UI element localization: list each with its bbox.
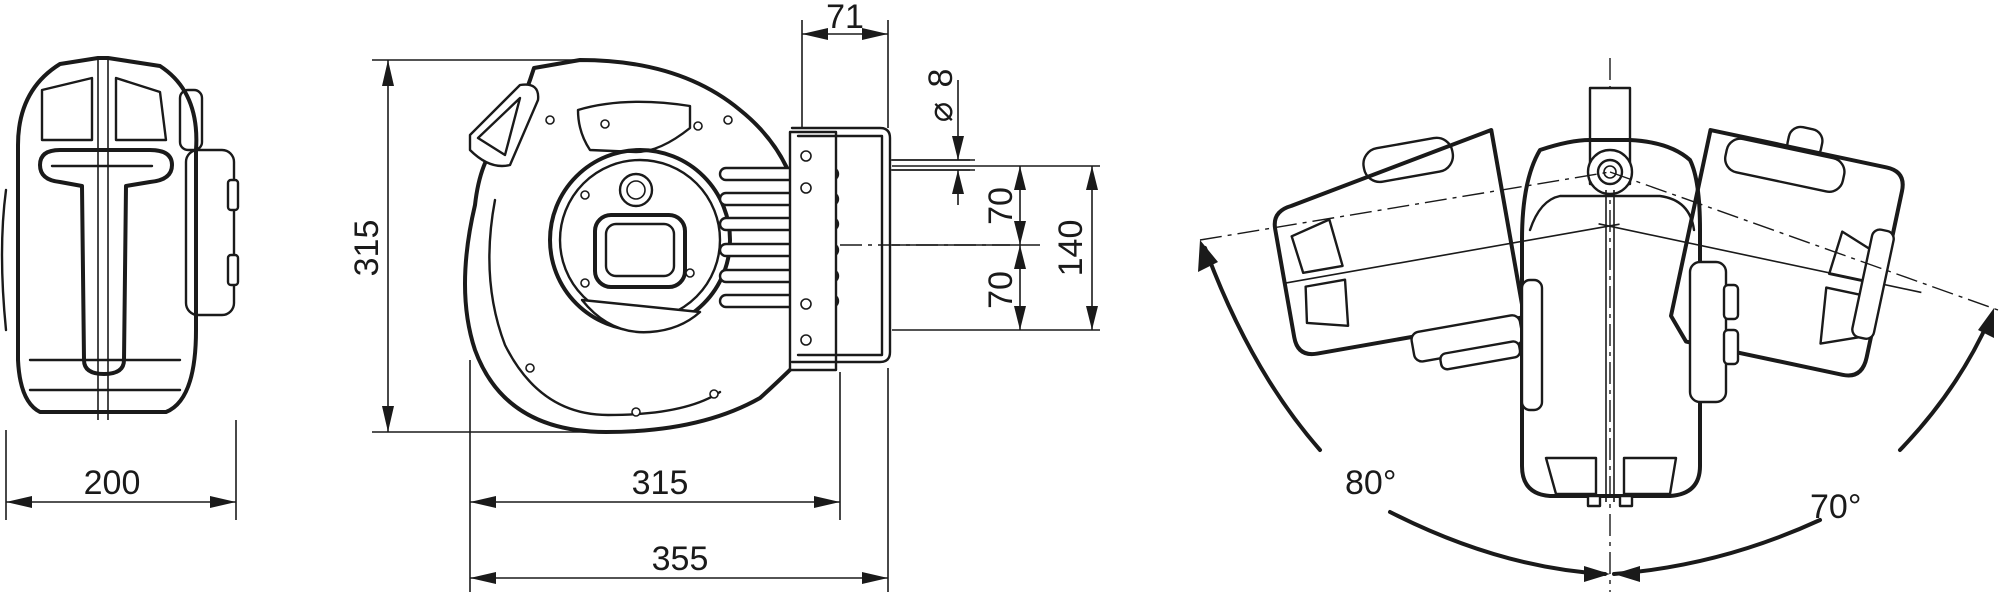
rotation-line-left	[1199, 171, 1611, 241]
angle-arrow-right-bottom	[1614, 566, 1640, 582]
rotated-reel-left-grip-1	[1290, 218, 1344, 275]
front-view-spool-inner	[604, 222, 676, 278]
dim-hole-symbol: ⌀	[922, 102, 960, 122]
front-view-housing-inner	[488, 198, 722, 417]
front-view-screw-5	[525, 363, 535, 373]
front-view-screw-3	[600, 119, 610, 129]
center-reel-pivot-inner	[1596, 158, 1624, 186]
dim-hole-spacing-lower-label: 70	[982, 271, 1020, 309]
angle-arrow-left-top	[1198, 240, 1218, 272]
dim-height: 315	[348, 59, 600, 433]
angle-arrow-right-top	[1978, 308, 1994, 338]
front-view-hub-bolt-3	[580, 278, 590, 288]
dim-width-left-label: 200	[84, 464, 141, 502]
front-view-bracket-hole-3	[800, 298, 812, 310]
dim-width-front-label: 315	[632, 464, 689, 502]
front-view-grip-dots	[476, 96, 522, 157]
side-view-tab-upper	[226, 178, 240, 212]
center-reel-side-left	[1520, 278, 1544, 412]
dim-hole: ⌀ 8	[890, 69, 975, 205]
front-view-drum-cutout	[580, 298, 702, 334]
side-view-clip	[178, 88, 204, 152]
front-view-grip	[468, 83, 540, 168]
front-view-bracket-hole-4	[800, 334, 812, 346]
angle-arc-right-inner	[1612, 518, 1822, 576]
dim-hole-label: 8	[922, 69, 960, 88]
front-view-spool-hole-core	[626, 180, 646, 200]
dim-hole-total-label: 140	[1052, 220, 1090, 277]
rotated-reel-center	[1520, 86, 1740, 508]
angle-left-label: 80°	[1345, 464, 1396, 502]
dim-hole-spacing: 70 70 140	[892, 165, 1100, 331]
side-view-hub	[184, 148, 236, 317]
dim-overall: 355	[470, 368, 889, 592]
side-view-grip-left	[40, 76, 94, 142]
front-view-bracket-hole-2	[800, 182, 812, 194]
rotated-reel-right	[1598, 125, 1922, 378]
angle-arc-left-outer	[1203, 246, 1322, 452]
rotated-reel-left-seam	[1284, 223, 1620, 284]
rotated-reel-left-hub-2	[1439, 340, 1522, 371]
front-view-hub-bolt-1	[580, 190, 590, 200]
front-view-drum	[548, 148, 732, 332]
center-reel-shoulder	[1528, 194, 1696, 232]
side-view-housing	[16, 56, 199, 414]
center-reel-foot-1	[1586, 494, 1602, 508]
dim-height-label: 315	[348, 220, 386, 277]
front-view-bracket-plate	[788, 130, 838, 372]
front-view-spool	[593, 213, 687, 289]
dim-width-front: 315	[469, 360, 841, 592]
rotated-reel-left-body	[1272, 128, 1527, 357]
angle-right-label: 70°	[1810, 488, 1861, 526]
rotated-reel-right-body	[1669, 128, 1905, 378]
front-view-screw-4	[693, 121, 703, 131]
dim-overall-label: 355	[652, 540, 709, 578]
front-view	[463, 58, 1010, 434]
center-reel-side-right	[1688, 260, 1728, 404]
angle-arc-left-inner	[1388, 510, 1607, 576]
dim-bracket-label: 71	[826, 0, 864, 36]
angle-arrow-left-bottom	[1584, 566, 1610, 582]
rotated-reel-left-grip-2	[1304, 278, 1350, 328]
center-reel-foot-2	[1618, 494, 1634, 508]
center-reel-body	[1520, 138, 1702, 498]
front-view-screw-2	[723, 115, 733, 125]
front-view-rollers	[718, 166, 840, 309]
front-view-spool-hole	[618, 172, 654, 208]
rotated-reel-right-side-tab	[1851, 228, 1895, 340]
rotation-line-right	[1609, 171, 1999, 311]
front-view-screw-6	[631, 407, 641, 417]
front-view-screw-7	[709, 389, 719, 399]
dim-bracket: 71	[801, 0, 889, 128]
rotated-reel-left	[1272, 128, 1620, 371]
side-view-grip-right	[114, 76, 168, 142]
dim-width-left: 200	[5, 420, 237, 520]
side-view-tab-lower	[226, 253, 240, 287]
front-view-screw-1	[545, 115, 555, 125]
dim-hole-spacing-upper-label: 70	[982, 187, 1020, 225]
side-view-handle	[38, 148, 174, 376]
center-reel-tab-2	[1722, 328, 1740, 366]
side-view	[0, 56, 240, 420]
side-view-rim	[0, 188, 8, 332]
front-view-hub-bolt-2	[685, 268, 695, 278]
front-view-housing	[463, 58, 802, 434]
center-reel-grip-left	[1544, 456, 1598, 496]
front-view-bracket-hole-1	[800, 150, 812, 162]
center-reel-tab-1	[1722, 283, 1740, 321]
rotation-view: 80° 70°	[1198, 58, 1999, 592]
center-reel-grip-right	[1622, 456, 1678, 496]
angle-arc-right-outer	[1898, 316, 1992, 452]
front-view-top-slot	[576, 100, 692, 154]
